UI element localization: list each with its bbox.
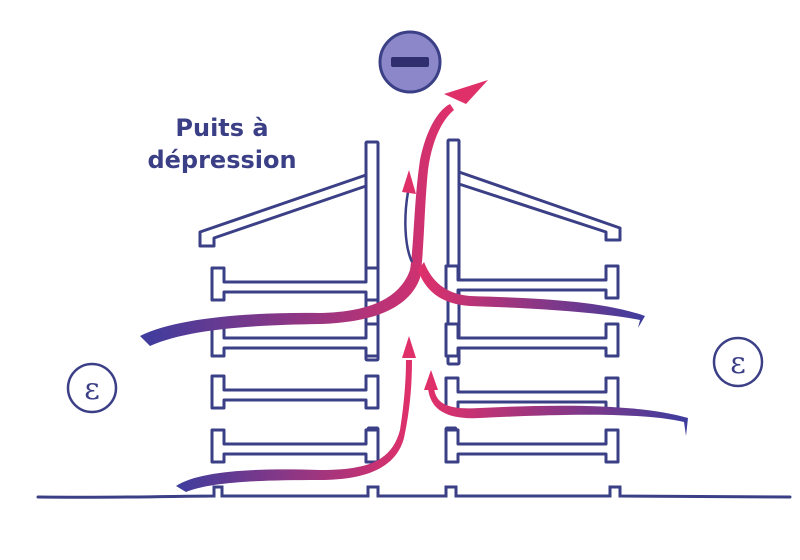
up-arrow-icon-lower bbox=[402, 336, 416, 358]
airflow-right-lower bbox=[428, 388, 688, 436]
airflow-right-upper bbox=[418, 262, 645, 328]
depression-badge bbox=[378, 30, 442, 94]
epsilon-left: ε bbox=[84, 372, 100, 407]
title-line2: dépression bbox=[147, 146, 296, 174]
epsilon-right-marker: ε bbox=[712, 336, 764, 388]
epsilon-left-marker: ε bbox=[66, 362, 118, 414]
ground bbox=[36, 485, 792, 499]
up-arrow-icon-right bbox=[424, 370, 438, 390]
floors-left bbox=[210, 266, 380, 464]
roofs bbox=[198, 170, 622, 248]
minus-icon bbox=[391, 57, 429, 67]
shaft-arrow-upper bbox=[404, 191, 414, 263]
title-line1: Puits à bbox=[175, 114, 268, 142]
airflow-left-lower bbox=[176, 360, 412, 492]
floors-right bbox=[444, 264, 620, 464]
up-arrow-icon bbox=[402, 170, 416, 194]
epsilon-right: ε bbox=[730, 346, 746, 381]
exhaust-arrow-icon bbox=[444, 80, 488, 104]
